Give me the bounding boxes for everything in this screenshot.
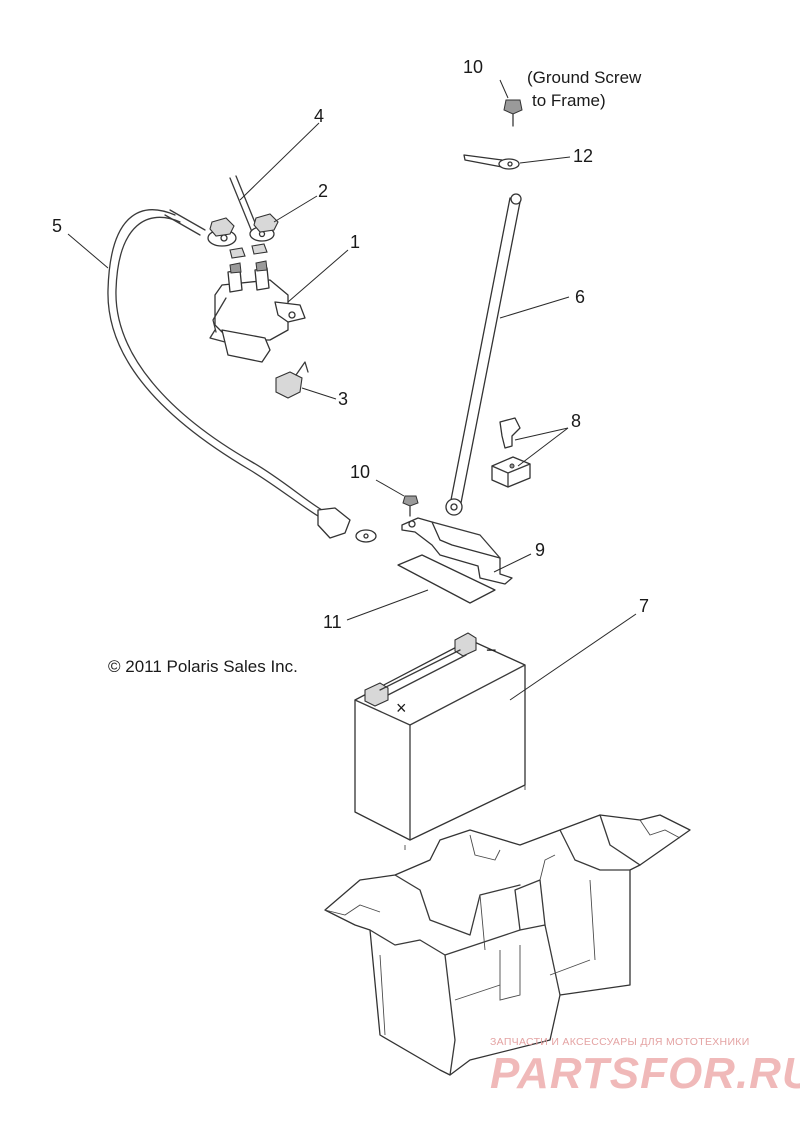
battery-plus-mark: ×: [396, 698, 407, 718]
starter-solenoid: [209, 260, 306, 363]
callout-8: 8: [571, 411, 581, 431]
callout-9: 9: [535, 540, 545, 560]
callout-7: 7: [639, 596, 649, 616]
positive-cable: [107, 209, 377, 543]
callout-12: 12: [573, 146, 593, 166]
callout-2: 2: [318, 181, 328, 201]
callout-10-lower: 10: [350, 462, 370, 482]
leader-lines: [67, 79, 637, 701]
screw-lower: [402, 495, 419, 517]
screw-upper: [503, 99, 523, 127]
ground-cable: [445, 193, 522, 516]
hold-down-bracket: [401, 517, 513, 585]
watermark-logo: PARTSFOR.RU: [490, 1049, 800, 1098]
callout-5: 5: [52, 216, 62, 236]
callout-labels: 1 2 3 4 5 6 7 8 9 10 10 11 12: [52, 57, 649, 632]
callout-4: 4: [314, 106, 324, 126]
note-ground-screw-line2: to Frame): [532, 91, 606, 110]
note-ground-screw-line1: (Ground Screw: [527, 68, 642, 87]
rubber-bumper: [499, 417, 521, 449]
battery: − ×: [354, 632, 526, 850]
callout-6: 6: [575, 287, 585, 307]
callout-11: 11: [323, 612, 342, 632]
nuts: [209, 213, 279, 259]
callout-3: 3: [338, 389, 348, 409]
watermark-tagline: ЗАПЧАСТИ И АКСЕССУАРЫ ДЛЯ МОТОТЕХНИКИ: [490, 1036, 750, 1048]
battery-pad: [397, 554, 496, 604]
callout-1: 1: [350, 232, 360, 252]
battery-minus-mark: −: [486, 640, 497, 660]
callout-10-upper: 10: [463, 57, 483, 77]
battery-box: [324, 814, 691, 1076]
copyright-text: © 2011 Polaris Sales Inc.: [108, 657, 298, 676]
bolt-3: [275, 361, 309, 399]
ground-lead: [463, 154, 520, 170]
